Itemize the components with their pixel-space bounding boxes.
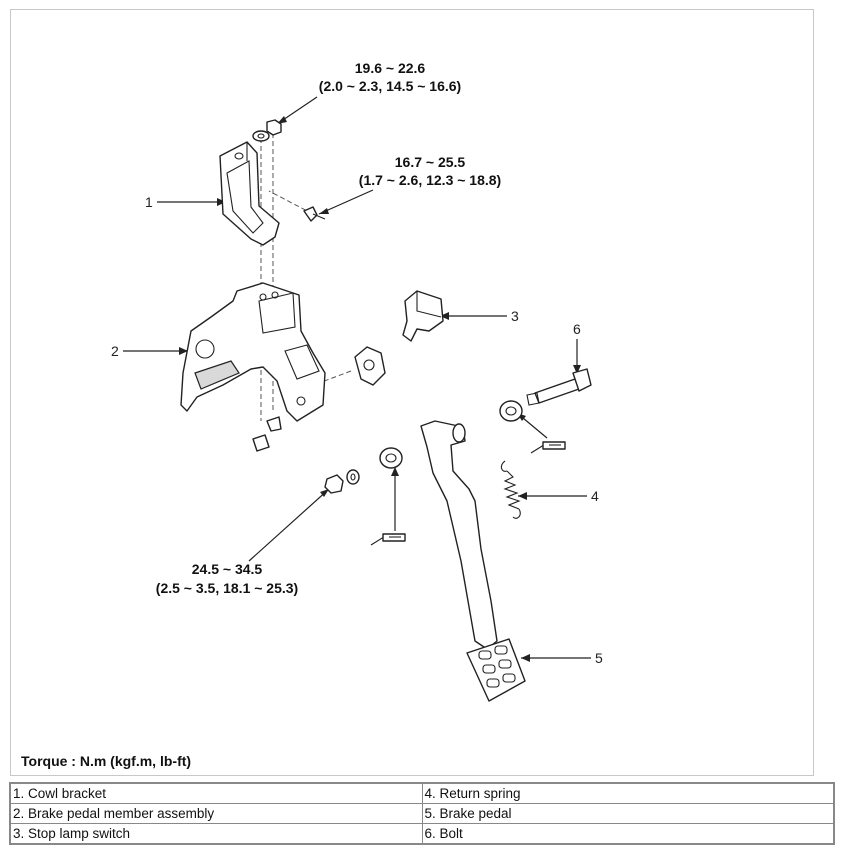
return-spring (500, 460, 521, 519)
stop-lamp-switch (402, 290, 444, 342)
legend-item-bolt: 6. Bolt (421, 823, 835, 845)
grease-applicator-left (370, 533, 406, 546)
bolt (526, 368, 592, 406)
parts-legend-table: 1. Cowl bracket 4. Return spring 2. Brak… (9, 782, 835, 845)
bushing-left (379, 447, 403, 469)
exploded-view-diagram: 19.6 ~ 22.6 (2.0 ~ 2.3, 14.5 ~ 16.6) 16.… (10, 9, 814, 776)
cowl-bracket (219, 141, 280, 246)
cowl-nut (252, 119, 282, 142)
member-bolts (252, 416, 282, 452)
brake-pedal-member-assembly (180, 282, 326, 422)
callout-3: 3 (511, 308, 519, 324)
legend-row: 2. Brake pedal member assembly 5. Brake … (9, 803, 835, 824)
legend-row: 3. Stop lamp switch 6. Bolt (9, 823, 835, 845)
legend-item-stop-lamp-switch: 3. Stop lamp switch (9, 823, 423, 845)
bushing-right (499, 400, 523, 422)
torque-cowl-bolt-line1: 16.7 ~ 25.5 (395, 154, 466, 170)
torque-pedal-nut-line2: (2.5 ~ 3.5, 18.1 ~ 25.3) (156, 580, 298, 596)
cowl-bolt (303, 206, 326, 222)
pedal-nut-washer (324, 469, 360, 494)
torque-unit-note: Torque : N.m (kgf.m, lb-ft) (21, 753, 192, 769)
torque-cowl-nut-line2: (2.0 ~ 2.3, 14.5 ~ 16.6) (319, 78, 461, 94)
torque-cowl-nut-line1: 19.6 ~ 22.6 (355, 60, 426, 76)
legend-item-brake-pedal: 5. Brake pedal (421, 803, 835, 824)
callout-4: 4 (591, 488, 599, 504)
torque-pedal-nut-line1: 24.5 ~ 34.5 (192, 561, 263, 577)
legend-row: 1. Cowl bracket 4. Return spring (9, 782, 835, 804)
legend-item-cowl-bracket: 1. Cowl bracket (9, 782, 423, 804)
stop-lamp-switch-bracket (354, 346, 386, 386)
legend-item-brake-pedal-member: 2. Brake pedal member assembly (9, 803, 423, 824)
callout-2: 2 (111, 343, 119, 359)
callout-1: 1 (145, 194, 153, 210)
grease-applicator-right (530, 441, 566, 454)
callout-6: 6 (573, 321, 581, 337)
legend-item-return-spring: 4. Return spring (421, 782, 835, 804)
brake-pedal (420, 420, 526, 702)
torque-cowl-bolt-line2: (1.7 ~ 2.6, 12.3 ~ 18.8) (359, 172, 501, 188)
callout-5: 5 (595, 650, 603, 666)
